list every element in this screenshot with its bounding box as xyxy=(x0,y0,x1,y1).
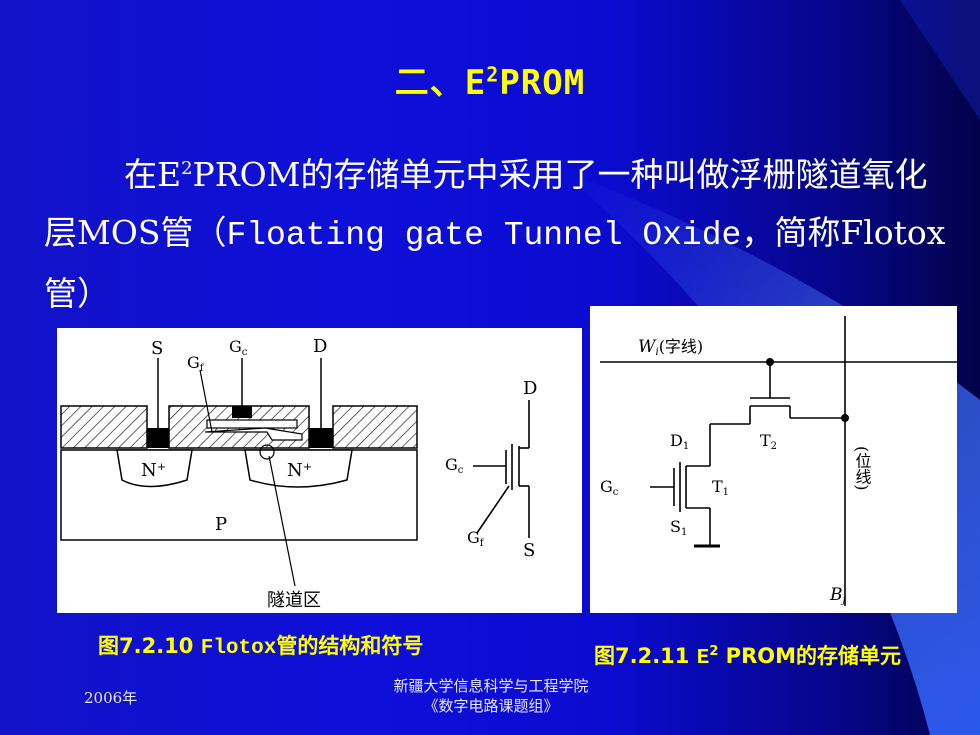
label-n-right: N⁺ xyxy=(287,460,312,481)
label-gf: Gf xyxy=(187,353,205,374)
flotox-symbol xyxy=(473,400,530,538)
label-wi: Wi(字线) xyxy=(638,337,703,358)
flotox-structure-diagram: S Gc Gf D N⁺ N⁺ P 隧道区 D Gc Gf S xyxy=(60,336,537,611)
figure2-caption: 图7.2.11 E2 PROM的存储单元 xyxy=(594,644,901,670)
label-d1: D1 xyxy=(670,431,689,452)
label-p: P xyxy=(215,514,227,535)
substrate xyxy=(60,449,418,541)
footer-org-line2: 《数字电路课题组》 xyxy=(423,697,559,715)
label-n-left: N⁺ xyxy=(141,460,166,481)
body-paragraph: 在E2PROM的存储单元中采用了一种叫做浮栅隧道氧化层MOS管（Floating… xyxy=(44,155,946,313)
flotox-structure-figure: S Gc Gf D N⁺ N⁺ P 隧道区 D Gc Gf S xyxy=(57,328,582,613)
symbol-gf: Gf xyxy=(467,528,485,549)
eeprom-cell-figure: Wi(字线) D1 T2 T1 Gc S1 (位线) Bj xyxy=(590,306,957,613)
label-s1: S1 xyxy=(670,517,687,538)
footer-org-line1: 新疆大学信息科学与工程学院 xyxy=(393,677,589,695)
label-s: S xyxy=(151,338,163,359)
label-t2: T2 xyxy=(760,431,777,452)
label-bj: Bj xyxy=(829,585,846,606)
symbol-gc: Gc xyxy=(445,455,464,476)
label-gc: Gc xyxy=(600,477,619,498)
eeprom-cell-diagram: Wi(字线) D1 T2 T1 Gc S1 (位线) Bj xyxy=(600,316,957,606)
label-bitline: (位线) xyxy=(853,446,872,490)
symbol-d: D xyxy=(523,378,537,399)
footer-organization: 新疆大学信息科学与工程学院 《数字电路课题组》 xyxy=(368,676,614,716)
label-tunnel: 隧道区 xyxy=(267,590,321,611)
slide-title: 二、E2PROM xyxy=(394,62,586,103)
figure1-caption: 图7.2.10 Flotox管的结构和符号 xyxy=(98,634,424,660)
label-d: D xyxy=(313,336,327,357)
label-t1: T1 xyxy=(712,477,729,498)
footer-year: 2006年 xyxy=(84,689,138,707)
symbol-s: S xyxy=(523,540,535,561)
label-gc: Gc xyxy=(229,337,248,358)
